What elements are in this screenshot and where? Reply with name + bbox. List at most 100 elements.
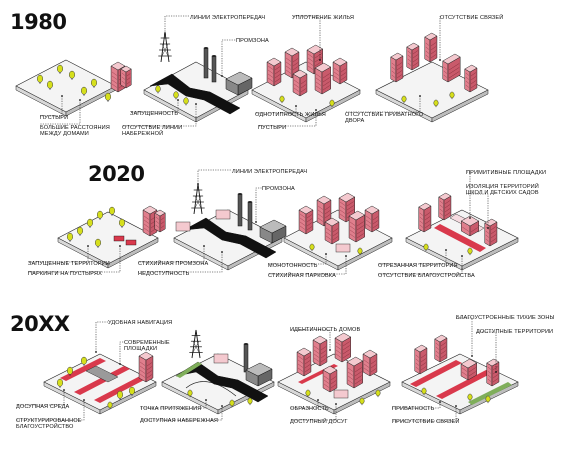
- window-row: [462, 226, 470, 232]
- window-row: [317, 217, 324, 222]
- pylon-leg: [191, 329, 197, 359]
- tree-icon: [183, 97, 189, 105]
- callout-dot: [177, 99, 179, 101]
- building-roof: [312, 335, 328, 345]
- callout-line: [16, 400, 85, 421]
- window-row: [307, 53, 314, 58]
- callout-dot: [95, 351, 97, 353]
- building-roof: [348, 210, 366, 221]
- building-wall: [312, 339, 321, 367]
- window-row: [323, 383, 330, 388]
- window-row: [430, 50, 437, 55]
- chimney-top: [212, 55, 216, 57]
- window-row: [315, 77, 322, 82]
- art-wall: [213, 353, 229, 364]
- window-row: [330, 380, 337, 385]
- factory-roof: [245, 362, 273, 377]
- building-roof: [292, 69, 308, 79]
- callout-dot: [221, 251, 223, 253]
- window-row: [372, 224, 379, 229]
- building-wall: [486, 362, 493, 387]
- callout-line: [40, 100, 81, 125]
- window-row: [347, 379, 354, 384]
- building-roof: [414, 344, 428, 353]
- window-row: [365, 215, 372, 220]
- window-row: [465, 84, 470, 88]
- window-row: [306, 214, 313, 219]
- window-row: [415, 366, 420, 370]
- window-row: [424, 220, 431, 225]
- window-row: [324, 214, 331, 219]
- window-row: [420, 366, 427, 371]
- building-wall: [390, 56, 397, 83]
- callout-dot: [119, 245, 121, 247]
- window-row: [468, 371, 476, 377]
- pylon-brace: [161, 43, 169, 57]
- window-row: [407, 50, 412, 54]
- callout-dot: [495, 371, 497, 373]
- building-roof: [142, 205, 158, 215]
- window-row: [487, 374, 492, 378]
- window-row: [430, 54, 437, 59]
- building-roof: [434, 334, 448, 343]
- window-row: [335, 341, 342, 346]
- label-neglect: ЗАПУЩЕННОСТЬ: [130, 111, 179, 117]
- window-row: [320, 354, 327, 359]
- building-wall: [429, 35, 438, 63]
- window-row: [121, 76, 126, 80]
- building-roof: [346, 356, 364, 367]
- label-parking-wasteland: ПАРКИНГИ НА ПУСТЫРЯХ: [28, 271, 102, 277]
- window-row: [424, 216, 431, 221]
- window-row: [332, 236, 339, 241]
- window-row: [465, 80, 470, 84]
- window-row: [372, 220, 379, 225]
- factory-roof: [259, 219, 287, 234]
- window-row: [146, 370, 153, 375]
- window-row: [285, 57, 292, 62]
- callout-dot: [335, 403, 337, 405]
- pylon-leg: [193, 183, 199, 215]
- window-row: [267, 65, 274, 70]
- chimney: [211, 55, 217, 83]
- window-row: [420, 354, 427, 359]
- window-row: [143, 215, 150, 220]
- car-icon: [125, 239, 137, 246]
- label-accessible-env: ДОСУПНАЯ СРЕДА: [16, 404, 70, 410]
- label-no-embankment: ОТСУТСТВИЕ ЛИНИИ НАБЕРЕЖНОЙ: [122, 125, 183, 138]
- window-row: [424, 224, 431, 229]
- green-strip: [176, 362, 202, 378]
- window-row: [297, 363, 304, 368]
- window-row: [461, 367, 468, 372]
- window-row: [139, 369, 146, 374]
- tree-icon: [105, 92, 111, 101]
- window-row: [292, 62, 299, 67]
- window-row: [333, 71, 340, 76]
- tree-icon: [467, 393, 473, 401]
- window-row: [363, 359, 370, 364]
- window-row: [407, 58, 412, 62]
- window-row: [313, 357, 320, 362]
- building-roof: [284, 47, 300, 57]
- window-row: [490, 238, 497, 243]
- window-row: [313, 345, 320, 350]
- graffiti-wall: [335, 243, 351, 253]
- window-row: [415, 354, 420, 358]
- window-row: [146, 362, 153, 367]
- label-accessible-leisure: ДОСТУПНЫЙ ДОСУГ: [290, 419, 348, 425]
- window-row: [307, 61, 314, 66]
- label-no-links: ОТСУТСТВИЕ СВЯЗЕЙ: [440, 15, 504, 21]
- tree-icon: [69, 70, 75, 79]
- window-row: [370, 368, 377, 373]
- building-wall: [414, 348, 421, 375]
- building-roof: [120, 65, 132, 73]
- window-row: [430, 46, 437, 51]
- tree-icon: [359, 397, 365, 405]
- window-row: [396, 70, 403, 75]
- tree-icon: [187, 389, 193, 397]
- building-wall: [314, 67, 323, 95]
- tree-icon: [247, 397, 253, 405]
- window-row: [349, 233, 356, 238]
- window-row: [485, 230, 490, 234]
- window-row: [465, 76, 470, 80]
- callout-dot: [445, 249, 447, 251]
